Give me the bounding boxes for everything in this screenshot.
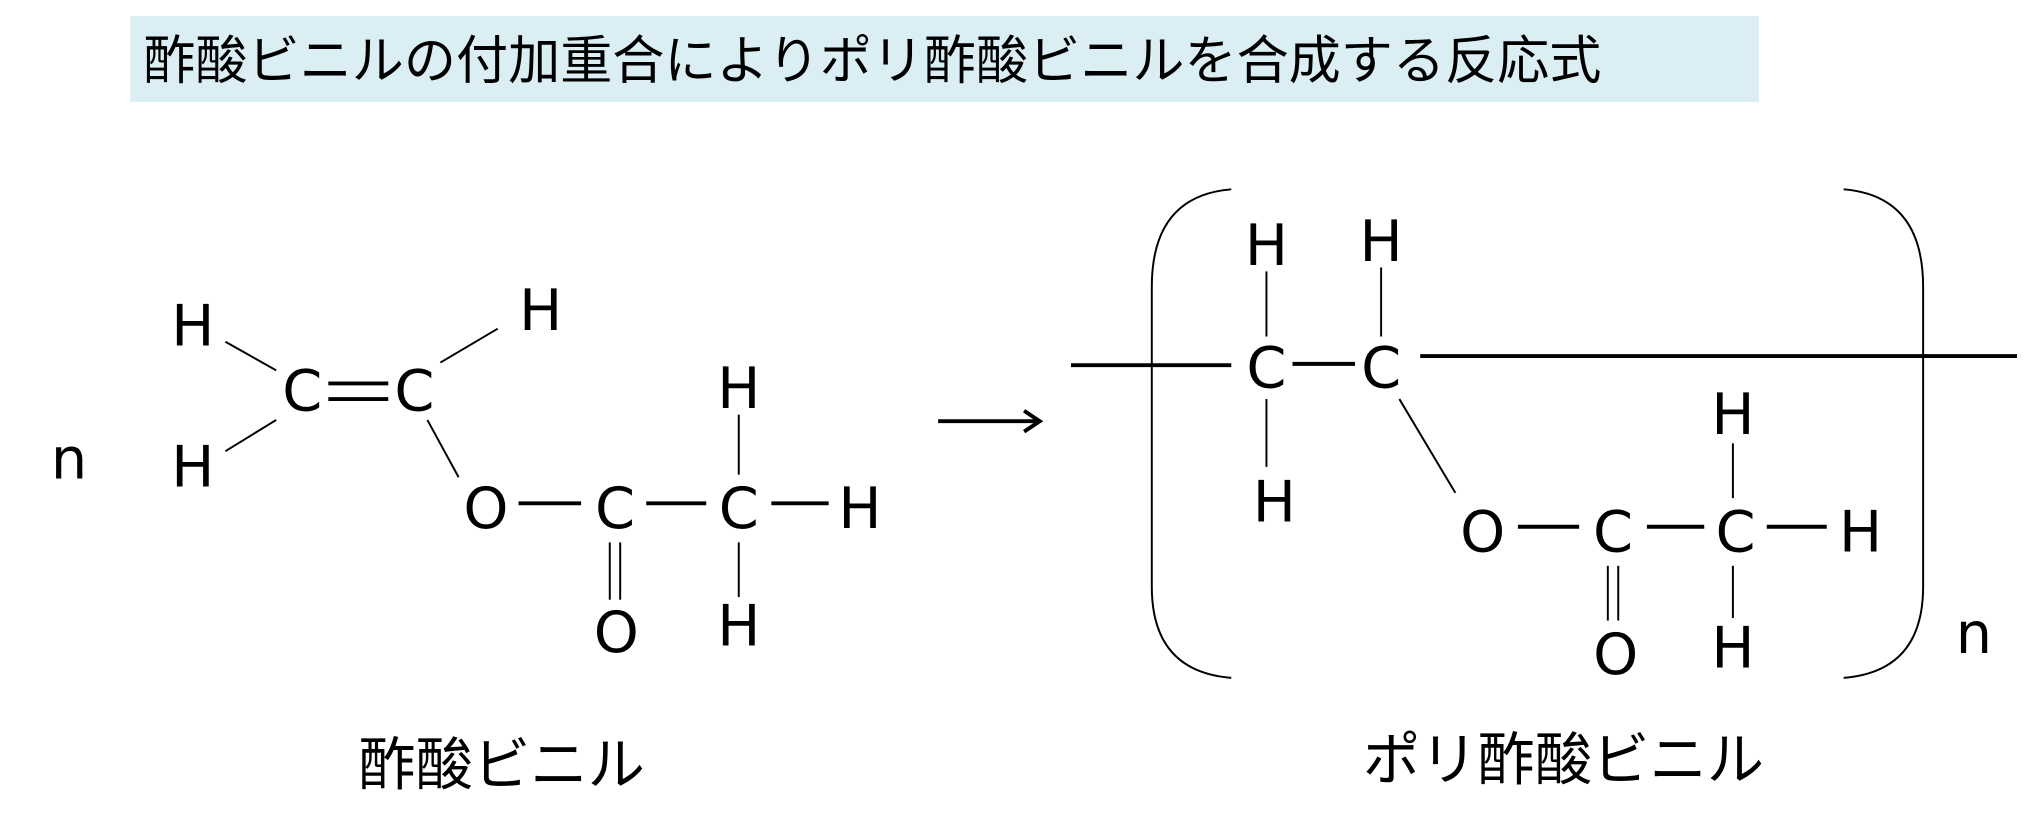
bonds (1265, 267, 1827, 621)
atom-c: C (1246, 334, 1286, 401)
title: 酢酸ビニルの付加重合によりポリ酢酸ビニルを合成する反応式 (143, 32, 1601, 92)
atom-c: C (1593, 498, 1633, 565)
atom-h: H (1711, 381, 1754, 448)
vinyl-acetate-structure: n H H C C H O C C H H H O 酢酸ビニル (51, 277, 882, 799)
atom-c: C (394, 358, 434, 425)
atom-h: H (717, 592, 760, 659)
reactant-name: 酢酸ビニル (358, 732, 645, 799)
atom-o: O (594, 599, 639, 666)
atom-c: C (1715, 498, 1755, 565)
coefficient-n: n (51, 425, 87, 492)
atom-c: C (282, 358, 322, 425)
atom-h: H (838, 475, 881, 542)
left-bracket (1150, 188, 1232, 679)
repeat-subscript-n: n (1956, 600, 1992, 667)
atom-h: H (519, 277, 562, 344)
product-name: ポリ酢酸ビニル (1363, 727, 1764, 794)
atom-h: H (1253, 468, 1296, 535)
atom-o: O (463, 475, 508, 542)
atom-h: H (717, 355, 760, 422)
atom-h: H (1711, 614, 1754, 681)
atom-o: O (1593, 621, 1638, 688)
atom-o: O (1460, 498, 1505, 565)
atom-h: H (171, 293, 214, 360)
atom-h: H (1360, 208, 1403, 275)
atom-h: H (1245, 212, 1288, 279)
polyvinyl-acetate-structure: C C H H H O C C H H H O n ポリ酢酸ビニル (1071, 188, 2017, 794)
atom-h: H (1839, 498, 1882, 565)
atom-c: C (719, 475, 759, 542)
atom-c: C (1361, 334, 1401, 401)
atom-c: C (595, 475, 635, 542)
right-bracket (1843, 188, 1925, 679)
reaction-arrow (938, 409, 1044, 434)
atom-h: H (171, 433, 214, 500)
title-background (130, 15, 1759, 102)
bonds (224, 327, 829, 600)
